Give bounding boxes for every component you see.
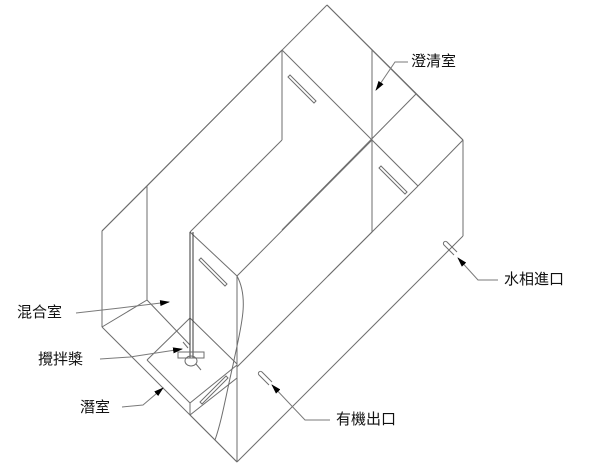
curved-baffle bbox=[214, 275, 244, 441]
label-submerged-chamber: 潛室 bbox=[80, 398, 111, 416]
leader-aqueous-inlet bbox=[457, 257, 498, 281]
leader-mixing bbox=[75, 300, 170, 314]
leader-lines bbox=[75, 61, 498, 421]
leader-submerged bbox=[121, 387, 164, 408]
nozzles bbox=[257, 240, 458, 386]
label-impeller: 攪拌槳 bbox=[38, 350, 84, 368]
weir-slots bbox=[198, 74, 408, 405]
leader-clarification bbox=[375, 61, 408, 91]
aqueous-inlet-nozzle bbox=[442, 240, 458, 256]
organic-outlet-nozzle bbox=[257, 370, 273, 386]
label-aqueous-inlet: 水相進口 bbox=[504, 270, 565, 288]
label-mixing-chamber: 混合室 bbox=[17, 303, 63, 321]
label-organic-outlet: 有機出口 bbox=[336, 410, 397, 428]
label-clarification-chamber: 澄清室 bbox=[411, 52, 457, 70]
impeller bbox=[177, 232, 205, 371]
partition-lines bbox=[101, 4, 464, 375]
leader-impeller bbox=[99, 347, 183, 360]
leader-organic-outlet bbox=[271, 384, 330, 421]
mixing-chamber-bottom bbox=[101, 299, 238, 463]
